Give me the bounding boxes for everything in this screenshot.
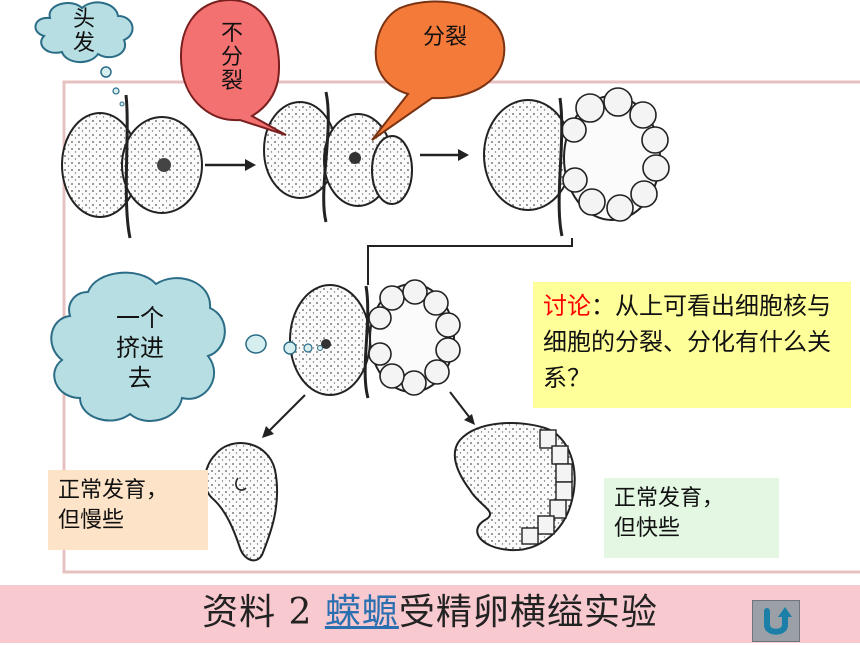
label-squeeze-line-1: 一个	[116, 304, 164, 332]
stage3-egg	[483, 87, 670, 237]
outcome-slow-line-2: 但慢些	[58, 508, 125, 533]
caption-suffix: 受精卵横缢实验	[398, 592, 658, 633]
caption-link-newt[interactable]: 蝾螈	[324, 592, 399, 633]
return-button[interactable]	[752, 600, 800, 642]
outcome-slow-box: 正常发育， 但慢些	[48, 470, 208, 550]
stage2-egg	[263, 91, 413, 223]
discussion-box: 讨论：从上可看出细胞核与细胞的分裂、分化有什么关系？	[533, 282, 851, 408]
outcome-fast-box: 正常发育， 但快些	[604, 478, 779, 558]
label-squeeze-line-2: 挤进	[116, 334, 164, 362]
outcome-fast-line-1: 正常发育，	[614, 486, 725, 511]
outcome-slow-line-1: 正常发育，	[58, 478, 169, 503]
label-no-split-line-2: 分	[220, 45, 243, 70]
discussion-text: ：从上可看出细胞核与细胞的分裂、分化有什么关系？	[543, 292, 831, 392]
cloud-bubble-squeeze	[50, 271, 323, 422]
cloud-bubble-head	[34, 1, 134, 107]
label-no-split: 不 分 裂	[212, 22, 252, 94]
stage1-egg	[61, 94, 203, 239]
label-squeeze-line-3: 去	[128, 364, 152, 392]
stage4-egg	[289, 279, 461, 399]
larva-fast	[453, 422, 576, 552]
outcome-fast-line-2: 但快些	[614, 516, 681, 541]
arrow-left-down	[267, 394, 306, 433]
larva-slow	[204, 442, 279, 562]
caption-bar	[0, 585, 860, 643]
label-split: 分裂	[422, 25, 467, 50]
label-no-split-line-1: 不	[220, 21, 243, 46]
label-head: 头 发	[64, 8, 104, 56]
label-head-line-2: 发	[72, 31, 95, 56]
caption: 资料 2 蝾螈受精卵横缢实验	[0, 588, 860, 638]
label-squeeze: 一个 挤进 去	[90, 303, 190, 393]
return-arrow-icon	[764, 607, 792, 635]
connector-line	[367, 238, 573, 285]
bubble-no-split	[179, 0, 287, 136]
label-head-line-1: 头	[72, 7, 95, 32]
arrow-right-down	[449, 391, 471, 419]
discussion-label: 讨论	[543, 292, 591, 320]
nucleus	[157, 158, 171, 172]
label-no-split-line-3: 裂	[220, 69, 243, 94]
bubble-split	[371, 0, 506, 141]
caption-prefix: 资料 2	[202, 592, 325, 633]
